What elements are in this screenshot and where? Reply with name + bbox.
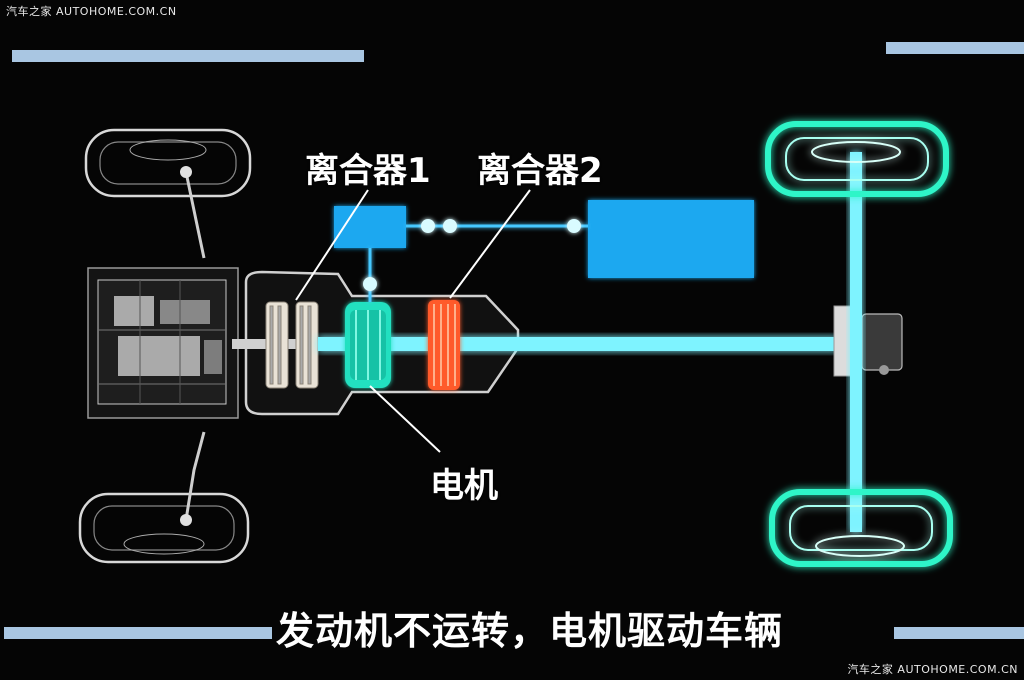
leader-line-clutch2 bbox=[449, 189, 531, 299]
frame-bar-top-left bbox=[12, 50, 364, 62]
rear-axle bbox=[850, 152, 862, 532]
frame-bar-bottom-left bbox=[4, 627, 272, 639]
caption-subtitle: 发动机不运转，电机驱动车辆 bbox=[276, 609, 784, 653]
frame-bar-bottom-right bbox=[894, 627, 1024, 639]
frame-bar-top-right bbox=[886, 42, 1024, 54]
label-clutch-2: 离合器2 bbox=[477, 151, 603, 191]
clutch-1 bbox=[265, 301, 319, 389]
rear-wheel-top bbox=[765, 121, 949, 197]
steering-joint-bottom bbox=[180, 514, 192, 526]
engine bbox=[87, 267, 239, 419]
watermark-top: 汽车之家 AUTOHOME.COM.CN bbox=[6, 5, 177, 18]
watermark-bottom: 汽车之家 AUTOHOME.COM.CN bbox=[847, 663, 1018, 676]
drive-shaft bbox=[318, 337, 838, 351]
rear-differential bbox=[833, 305, 903, 377]
battery-box bbox=[588, 200, 754, 278]
leader-line-motor bbox=[369, 385, 441, 453]
clutch-2 bbox=[428, 300, 460, 390]
inverter-box bbox=[334, 206, 406, 248]
steering-link-bottom bbox=[184, 431, 206, 521]
steering-joint-top bbox=[180, 166, 192, 178]
label-motor: 电机 bbox=[430, 466, 498, 506]
front-wheel-top bbox=[84, 128, 252, 198]
steering-link-top bbox=[184, 171, 206, 259]
hv-cable bbox=[368, 224, 588, 302]
front-wheel-bottom bbox=[78, 492, 250, 564]
rear-wheel-bottom bbox=[769, 489, 953, 567]
cable-connectors bbox=[363, 219, 581, 291]
leader-line-clutch1 bbox=[295, 189, 369, 301]
label-clutch-1: 离合器1 bbox=[305, 151, 431, 191]
electric-motor bbox=[345, 302, 391, 388]
